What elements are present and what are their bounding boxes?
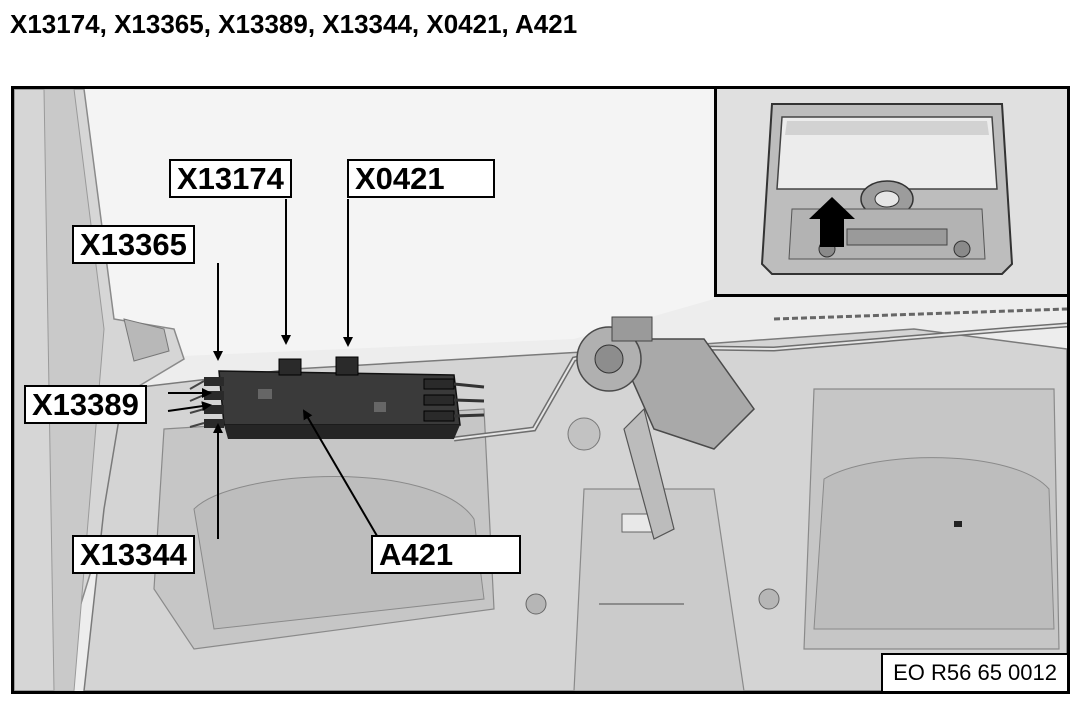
callout-x13389: X13389 bbox=[24, 385, 147, 424]
callout-x13174: X13174 bbox=[169, 159, 292, 198]
callout-x13344: X13344 bbox=[72, 535, 195, 574]
callout-x0421: X0421 bbox=[347, 159, 495, 198]
reference-code: EO R56 65 0012 bbox=[881, 653, 1067, 691]
page-title: X13174, X13365, X13389, X13344, X0421, A… bbox=[10, 9, 578, 39]
inset-tailgate-view bbox=[717, 89, 1067, 294]
callout-x13365: X13365 bbox=[72, 225, 195, 264]
callout-a421: A421 bbox=[371, 535, 521, 574]
inset-overview bbox=[714, 89, 1067, 297]
diagram-figure: X13174 X0421 X13365 X13389 X13344 A421 E… bbox=[11, 86, 1070, 694]
up-arrow-icon bbox=[809, 197, 855, 247]
